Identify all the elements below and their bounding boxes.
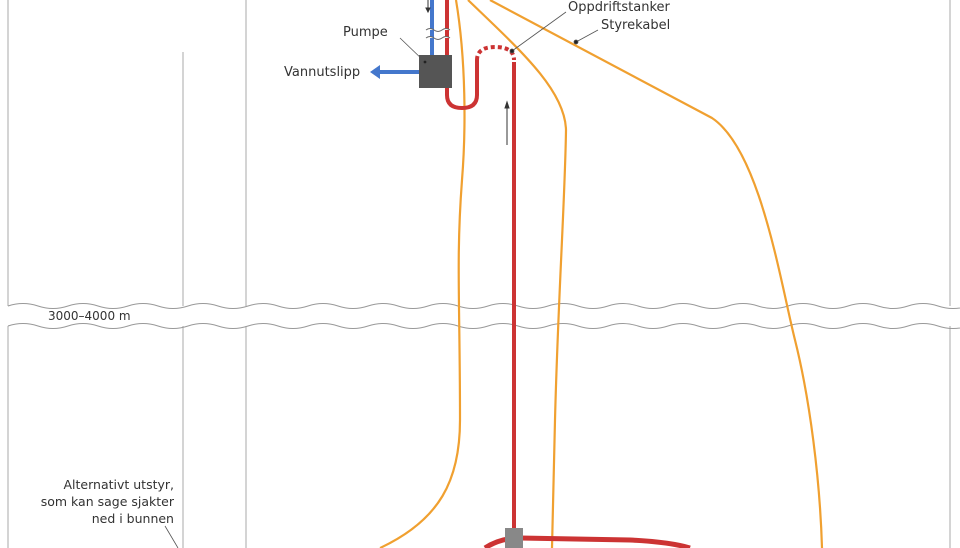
alt-equipment-line: Alternativt utstyr, xyxy=(63,477,174,492)
frame-lines xyxy=(7,0,951,548)
riser-pipe-top xyxy=(445,0,479,111)
control-cable xyxy=(489,0,824,548)
cables xyxy=(379,0,824,548)
water-outlet-label: Vannutslipp xyxy=(284,65,361,80)
seabed-pipe xyxy=(483,535,691,548)
alt-equipment-label: Alternativt utstyr, som kan sage sjakter… xyxy=(41,476,174,527)
pipe-break-icon xyxy=(425,28,451,40)
break-line-bottom xyxy=(7,323,960,329)
seabed-unit xyxy=(505,528,523,548)
depth-label: 3000–4000 m xyxy=(48,309,131,323)
buoyancy-tanks-label: Oppdriftstanker xyxy=(568,0,670,15)
alt-equipment-line: som kan sage sjakter xyxy=(40,494,174,509)
buoyancy-section xyxy=(475,44,516,61)
water-outlet-arrow-icon xyxy=(370,65,380,79)
cable-left xyxy=(379,0,466,548)
depth-break xyxy=(0,306,960,326)
pump-box xyxy=(419,55,452,88)
leader-lines xyxy=(164,11,599,548)
break-line-top xyxy=(7,303,960,309)
control-cable-label: Styrekabel xyxy=(601,18,671,33)
flow-arrows xyxy=(425,0,510,145)
alt-equipment-line: ned i bunnen xyxy=(91,511,174,526)
cable-middle xyxy=(467,0,568,548)
pipes xyxy=(370,0,691,548)
pump-label: Pumpe xyxy=(343,25,388,40)
